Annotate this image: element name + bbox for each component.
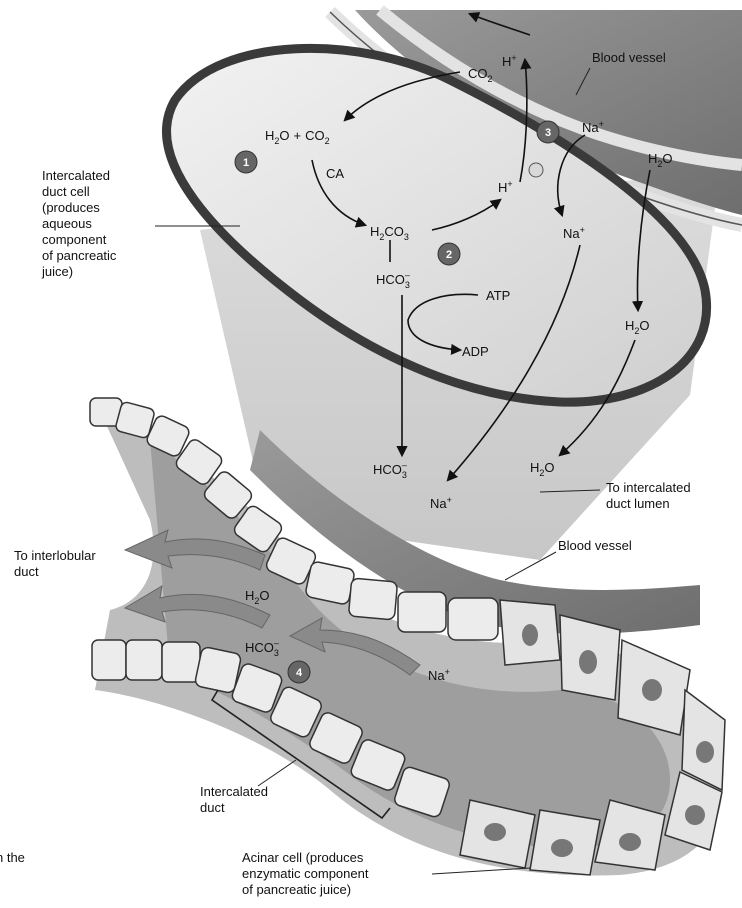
cropped-caption-text: n the	[0, 850, 25, 865]
svg-text:duct: duct	[14, 564, 39, 579]
step-1: 1	[243, 157, 249, 169]
carbonic-anhydrase-label: CA	[326, 166, 344, 181]
svg-text:duct cell: duct cell	[42, 184, 90, 199]
svg-text:duct: duct	[200, 800, 225, 815]
blood-vessel-top-label: Blood vessel	[592, 50, 666, 65]
to-lumen-label: To intercalated duct lumen	[606, 480, 691, 511]
svg-text:To interlobular: To interlobular	[14, 548, 96, 563]
svg-text:To intercalated: To intercalated	[606, 480, 691, 495]
svg-text:enzymatic component: enzymatic component	[242, 866, 369, 881]
svg-text:(produces: (produces	[42, 200, 100, 215]
step-2: 2	[446, 249, 452, 261]
svg-text:component: component	[42, 232, 107, 247]
step-4: 4	[296, 667, 303, 679]
blood-vessel-bottom-label: Blood vessel	[558, 538, 632, 553]
svg-text:Intercalated: Intercalated	[42, 168, 110, 183]
to-interlobular-label: To interlobular duct	[14, 548, 96, 579]
adp-label: ADP	[462, 344, 489, 359]
svg-text:juice): juice)	[41, 264, 73, 279]
na-channel	[529, 163, 543, 177]
svg-text:of pancreatic juice): of pancreatic juice)	[242, 882, 351, 897]
intercalated-duct-label: Intercalated duct	[200, 784, 268, 815]
step-3: 3	[545, 127, 551, 139]
svg-text:duct lumen: duct lumen	[606, 496, 670, 511]
svg-text:of pancreatic: of pancreatic	[42, 248, 117, 263]
acinar-cell-label: Acinar cell (produces enzymatic componen…	[242, 850, 369, 897]
svg-text:aqueous: aqueous	[42, 216, 92, 231]
atp-label: ATP	[486, 288, 510, 303]
svg-text:Acinar cell (produces: Acinar cell (produces	[242, 850, 364, 865]
svg-text:Intercalated: Intercalated	[200, 784, 268, 799]
intercalated-cell-label: Intercalated duct cell (produces aqueous…	[41, 168, 117, 279]
